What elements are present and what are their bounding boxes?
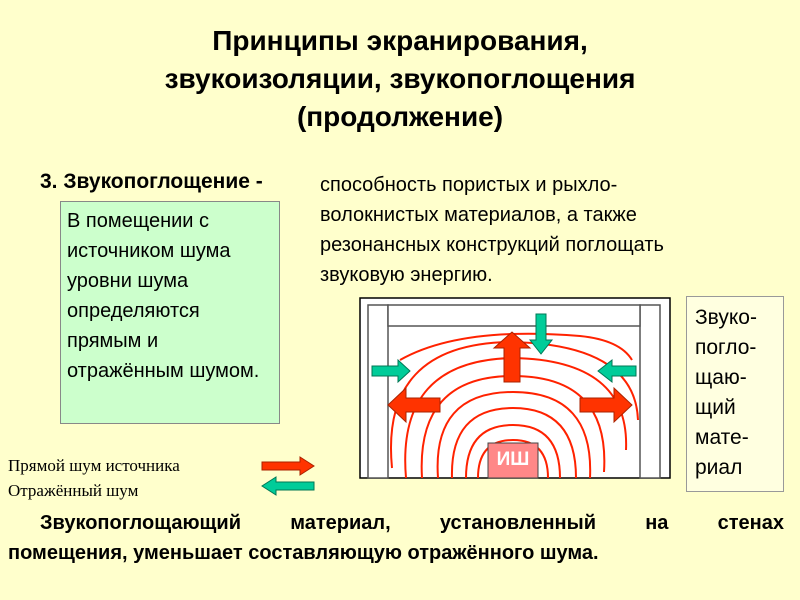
- conclusion-line-2: помещения, уменьшает составляющую отражё…: [8, 542, 599, 564]
- term-definition: способность пористых и рыхло-волокнистых…: [320, 174, 664, 286]
- title-line-1: Принципы экранирования,: [212, 25, 588, 56]
- absorber-right-wall: [639, 304, 661, 479]
- reflected-arrow-ceiling: [528, 313, 554, 355]
- absorbing-material-label: Звуко- погло- щаю- щий мате- риал: [686, 296, 784, 492]
- term-heading: 3. Звукопоглощение -: [40, 170, 263, 193]
- conclusion-text: Звукопоглощающий материал, установленный…: [8, 508, 784, 568]
- legend-direct-arrow: [261, 456, 315, 476]
- direct-noise-arrows: [387, 331, 633, 424]
- title-line-3: (продолжение): [296, 101, 504, 132]
- reflected-noise-arrows: [371, 313, 637, 384]
- noise-source-box: [487, 442, 539, 479]
- direct-arrow-up: [492, 331, 532, 383]
- reflected-arrow-left-wall: [371, 358, 411, 384]
- legend-reflected-arrow: [261, 476, 315, 496]
- noise-source-label: ИШ: [496, 449, 530, 470]
- conclusion-line-1: Звукопоглощающий материал, установленный…: [40, 512, 784, 534]
- title-line-2: звукоизоляции, звукопоглощения: [164, 63, 636, 94]
- slide-title: Принципы экранирования, звукоизоляции, з…: [0, 22, 800, 136]
- reflected-arrow-right-wall: [597, 358, 637, 384]
- absorber-left-wall: [367, 304, 389, 479]
- room-noise-note: В помещении с источником шума уровни шум…: [60, 201, 280, 424]
- absorber-ceiling: [387, 304, 641, 327]
- direct-arrow-right: [579, 386, 633, 424]
- legend-reflected-label: Отражённый шум: [8, 481, 139, 500]
- direct-arrow-left: [387, 386, 441, 424]
- legend-direct-label: Прямой шум источника: [8, 456, 180, 475]
